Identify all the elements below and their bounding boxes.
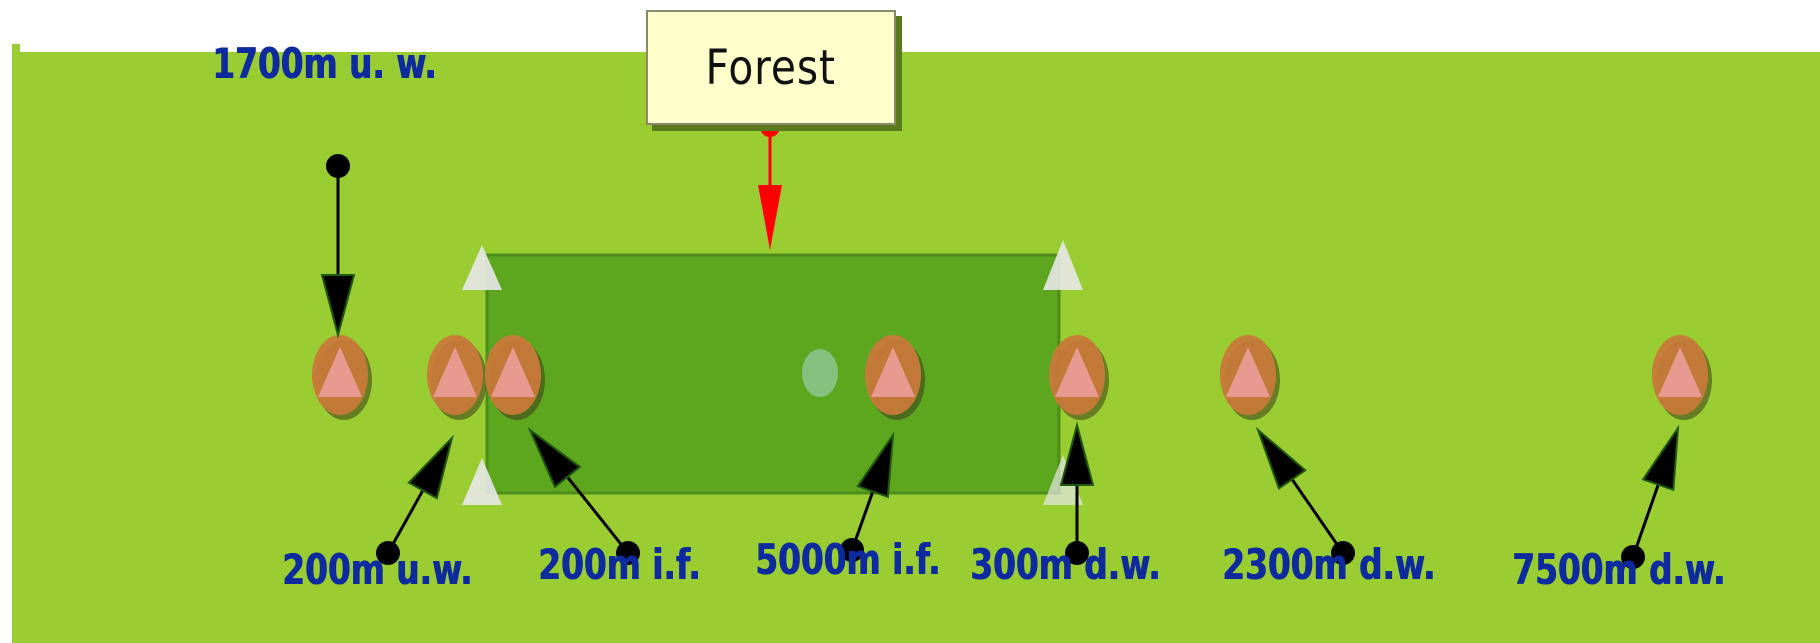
site-label: 1700m u. w. xyxy=(212,39,437,88)
site-label: 7500m d.w. xyxy=(1512,545,1726,594)
forest-corner-handle[interactable] xyxy=(462,458,502,505)
site-label: 200m i.f. xyxy=(538,540,701,589)
leader-arrowhead xyxy=(320,274,356,339)
site-marker-triangle-icon xyxy=(491,347,535,397)
site-marker-triangle-icon xyxy=(433,347,477,397)
site-label: 200m u.w. xyxy=(282,545,473,594)
leader-arrowhead xyxy=(1641,424,1680,492)
leader-line xyxy=(566,475,630,554)
site-marker-triangle-icon xyxy=(871,347,915,397)
leader-arrowhead xyxy=(1255,426,1307,491)
leader-line xyxy=(1290,478,1345,554)
forest-center-point[interactable] xyxy=(802,349,838,397)
site-marker-triangle-icon xyxy=(1658,347,1702,397)
leader-arrowhead xyxy=(856,431,895,499)
leader-anchor-dot[interactable] xyxy=(1331,541,1355,565)
leader-anchor-dot[interactable] xyxy=(376,541,400,565)
site-label: 300m d.w. xyxy=(970,540,1161,589)
leader-anchor-dot[interactable] xyxy=(326,154,350,178)
callout-pointer-arrowhead xyxy=(758,185,782,250)
leader-anchor-dot[interactable] xyxy=(616,541,640,565)
site-marker-triangle-icon xyxy=(1055,347,1099,397)
site-label: 5000m i.f. xyxy=(755,535,941,584)
site-label: 2300m d.w. xyxy=(1222,540,1436,589)
leader-arrowhead xyxy=(407,434,454,500)
leader-arrowhead xyxy=(527,426,582,489)
forest-corner-handle[interactable] xyxy=(462,245,502,290)
leader-anchor-dot[interactable] xyxy=(1065,541,1089,565)
site-marker-triangle-icon xyxy=(1226,347,1270,397)
leader-arrowhead xyxy=(1059,421,1095,486)
site-marker-triangle-icon xyxy=(318,347,362,397)
leader-anchor-dot[interactable] xyxy=(1621,545,1645,569)
forest-callout-label: Forest xyxy=(705,39,837,96)
forest-corner-handle[interactable] xyxy=(1043,240,1083,290)
forest-callout[interactable]: Forest xyxy=(646,10,896,125)
forest-area xyxy=(485,253,1061,495)
leader-anchor-dot[interactable] xyxy=(840,538,864,562)
leader-line xyxy=(1631,484,1660,558)
field-edge xyxy=(12,44,20,54)
